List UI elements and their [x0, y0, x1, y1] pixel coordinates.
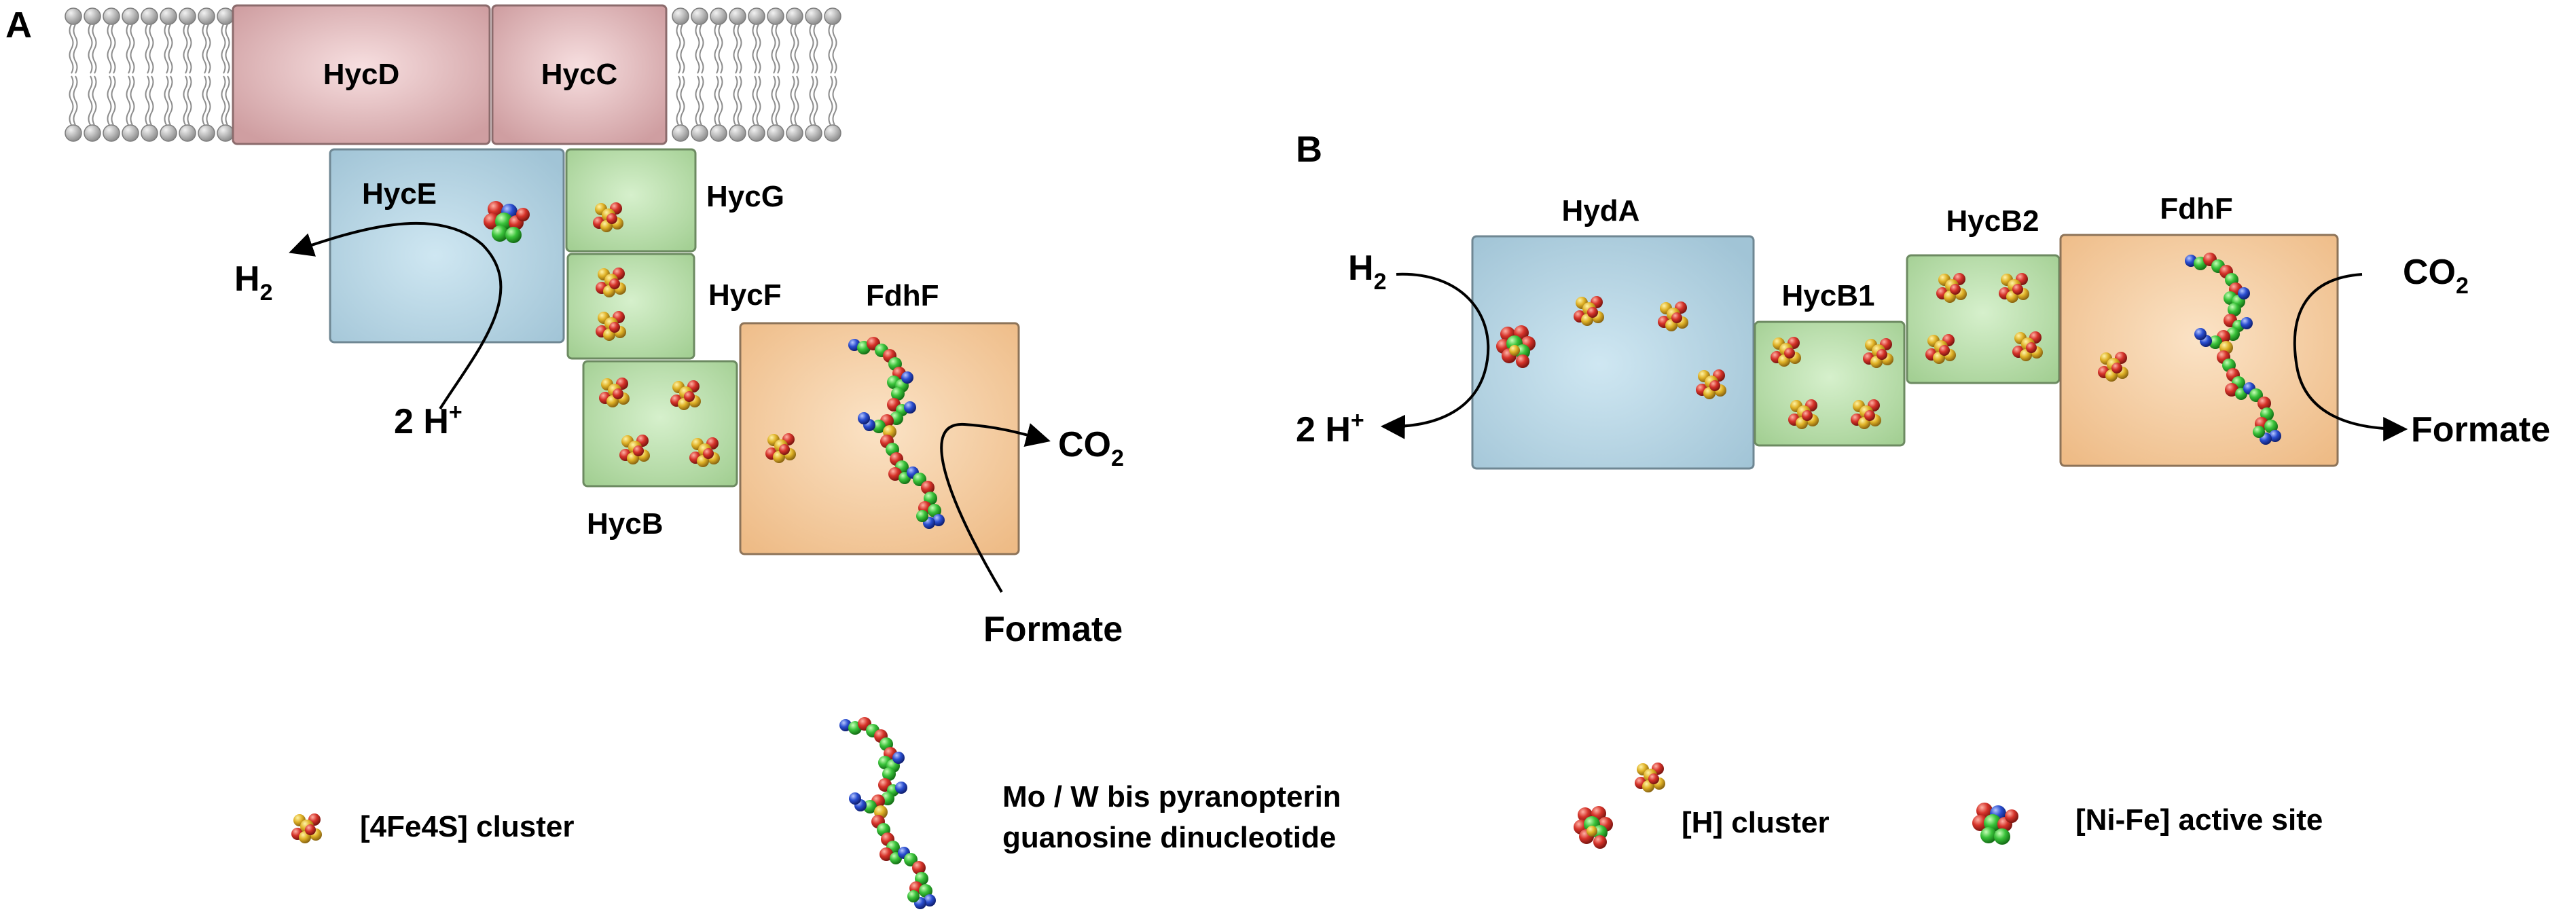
h2-arrow — [289, 221, 503, 410]
panel-label-a: A — [5, 5, 32, 45]
svg-text:HycC: HycC — [541, 58, 618, 91]
proton-label-b: 2 H+ — [1296, 407, 1364, 450]
hyda-subunit — [1471, 235, 1755, 470]
hycb-label: HycB — [587, 507, 664, 541]
formate-arrow — [940, 422, 1051, 593]
svg-text:HycE: HycE — [362, 177, 437, 210]
co2-arrow-b — [2293, 273, 2408, 441]
co2-label-a: CO2 — [1058, 425, 1124, 471]
h2-label-a: H2 — [234, 259, 272, 306]
hycg-label: HycG — [706, 180, 784, 213]
hyce-subunit: HycE — [329, 148, 565, 344]
proton-label-a: 2 H+ — [394, 399, 462, 441]
legend: [4Fe4S] cluster Mo / W bis pyranopterin … — [291, 717, 2323, 909]
formate-label-b: Formate — [2411, 410, 2550, 450]
fe4s4-cluster-icon — [291, 813, 322, 843]
h-cluster-icon — [1574, 806, 1613, 849]
lipid-bilayer-left — [65, 7, 234, 142]
hycc-subunit: HycC — [491, 4, 668, 145]
lipid-bilayer-right — [672, 7, 841, 142]
hycb2-subunit — [1906, 254, 2061, 384]
hycf-subunit — [566, 253, 695, 360]
formate-label-a: Formate — [983, 610, 1123, 649]
svg-text:HycD: HycD — [323, 58, 400, 91]
hyda-label: HydA — [1562, 194, 1640, 227]
hycd-subunit: HycD — [232, 4, 491, 145]
hycb1-subunit — [1754, 320, 1906, 447]
nife-active-site-icon — [1972, 803, 2018, 845]
panel-label-b: B — [1296, 129, 1322, 170]
hycf-label: HycF — [708, 278, 782, 312]
fe4s4-cluster-icon — [1635, 763, 1665, 792]
hycb1-label: HycB1 — [1782, 279, 1875, 312]
fdhf-subunit-b — [2059, 234, 2339, 467]
legend-fe4s4-label: [4Fe4S] cluster — [360, 810, 574, 843]
mo-cofactor-icon — [839, 717, 936, 909]
fdhf-label-a: FdhF — [866, 279, 939, 312]
h2-label-b: H2 — [1348, 249, 1386, 295]
hycb-subunit — [582, 360, 738, 488]
fdhf-subunit-a — [739, 322, 1020, 555]
hycg-subunit — [565, 148, 697, 253]
legend-mo-line1: Mo / W bis pyranopterin — [1002, 780, 1341, 813]
fdhf-label-b: FdhF — [2160, 192, 2233, 225]
legend-nife-label: [Ni-Fe] active site — [2075, 803, 2323, 837]
legend-mo-line2: guanosine dinucleotide — [1002, 821, 1336, 854]
hycb2-label: HycB2 — [1946, 204, 2039, 238]
legend-h-cluster-label: [H] cluster — [1682, 806, 1830, 839]
h2-arrow-b — [1380, 272, 1490, 439]
co2-label-b: CO2 — [2403, 253, 2469, 299]
